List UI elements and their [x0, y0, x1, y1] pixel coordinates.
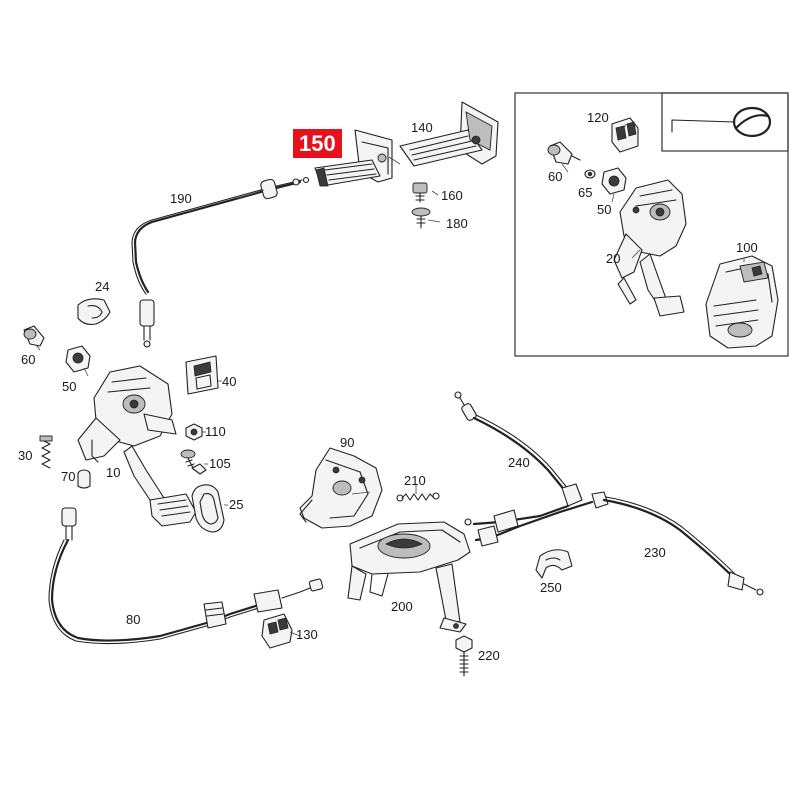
pedal-assembly-10	[77, 365, 197, 527]
actuator-100	[705, 255, 779, 349]
connector-120	[611, 117, 639, 153]
callout-210[interactable]: 210	[404, 473, 426, 488]
callout-120[interactable]: 120	[587, 110, 609, 125]
callout-70[interactable]: 70	[61, 469, 76, 484]
callout-50-left[interactable]: 50	[62, 379, 77, 394]
spring-30	[39, 435, 53, 469]
callout-50-inset[interactable]: 50	[597, 202, 612, 217]
callout-24[interactable]: 24	[95, 279, 110, 294]
part-150-release-handle	[314, 129, 393, 187]
nut-110	[185, 423, 203, 441]
callout-140[interactable]: 140	[411, 120, 433, 135]
callout-180[interactable]: 180	[446, 216, 468, 231]
bolt-105	[180, 449, 207, 475]
part-140-bracket	[399, 101, 499, 167]
leader-lines	[35, 123, 745, 637]
pin-60-inset	[547, 141, 581, 165]
callout-40[interactable]: 40	[222, 374, 237, 389]
cable-230	[474, 491, 764, 596]
callout-100[interactable]: 100	[736, 240, 758, 255]
housing-200	[347, 521, 471, 633]
bushing-50-inset	[601, 167, 627, 195]
cable-80	[48, 507, 324, 645]
pin-70	[77, 469, 91, 489]
callout-160[interactable]: 160	[441, 188, 463, 203]
connector-130	[261, 613, 293, 649]
bump-stop-40	[185, 355, 219, 395]
callout-130[interactable]: 130	[296, 627, 318, 642]
callout-60-left[interactable]: 60	[21, 352, 36, 367]
screw-180	[411, 207, 431, 229]
callout-65[interactable]: 65	[578, 185, 593, 200]
callout-30[interactable]: 30	[18, 448, 33, 463]
cable-240	[454, 391, 583, 533]
callout-200[interactable]: 200	[391, 599, 413, 614]
bracket-90	[299, 447, 383, 529]
callout-80[interactable]: 80	[126, 612, 141, 627]
pin-60-left	[23, 325, 45, 347]
cable-190	[131, 176, 310, 348]
screw-160	[412, 182, 428, 203]
callout-25[interactable]: 25	[229, 497, 244, 512]
callout-220[interactable]: 220	[478, 648, 500, 663]
callout-60-inset[interactable]: 60	[548, 169, 563, 184]
callout-250[interactable]: 250	[540, 580, 562, 595]
pedal-assembly-20	[613, 179, 687, 317]
callout-190[interactable]: 190	[170, 191, 192, 206]
washer-65	[584, 169, 596, 179]
callout-105[interactable]: 105	[209, 456, 231, 471]
clip-24	[77, 298, 111, 325]
pedal-pad-25	[191, 484, 225, 533]
callout-150-highlighted[interactable]: 150	[293, 129, 342, 158]
bushing-50-left	[65, 345, 91, 373]
callout-10[interactable]: 10	[106, 465, 121, 480]
callout-240[interactable]: 240	[508, 455, 530, 470]
spring-210	[396, 492, 440, 502]
steering-wheel-icon	[671, 106, 772, 138]
callout-90[interactable]: 90	[340, 435, 355, 450]
callout-20[interactable]: 20	[606, 251, 621, 266]
inset-panel	[514, 92, 789, 357]
callout-230[interactable]: 230	[644, 545, 666, 560]
clip-250	[535, 549, 573, 579]
callout-110[interactable]: 110	[205, 424, 226, 439]
bolt-220	[455, 635, 473, 677]
